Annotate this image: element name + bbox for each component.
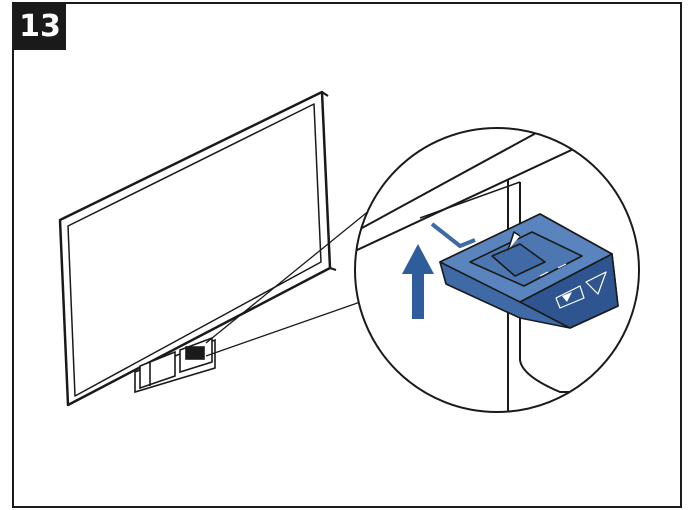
step-number-badge: 13 (14, 4, 66, 50)
up-arrow-icon (402, 244, 434, 319)
remote-control-icon (430, 213, 619, 329)
mounting-bracket-icon (134, 336, 216, 394)
monitor-icon (58, 90, 337, 407)
magnified-detail (354, 127, 640, 413)
